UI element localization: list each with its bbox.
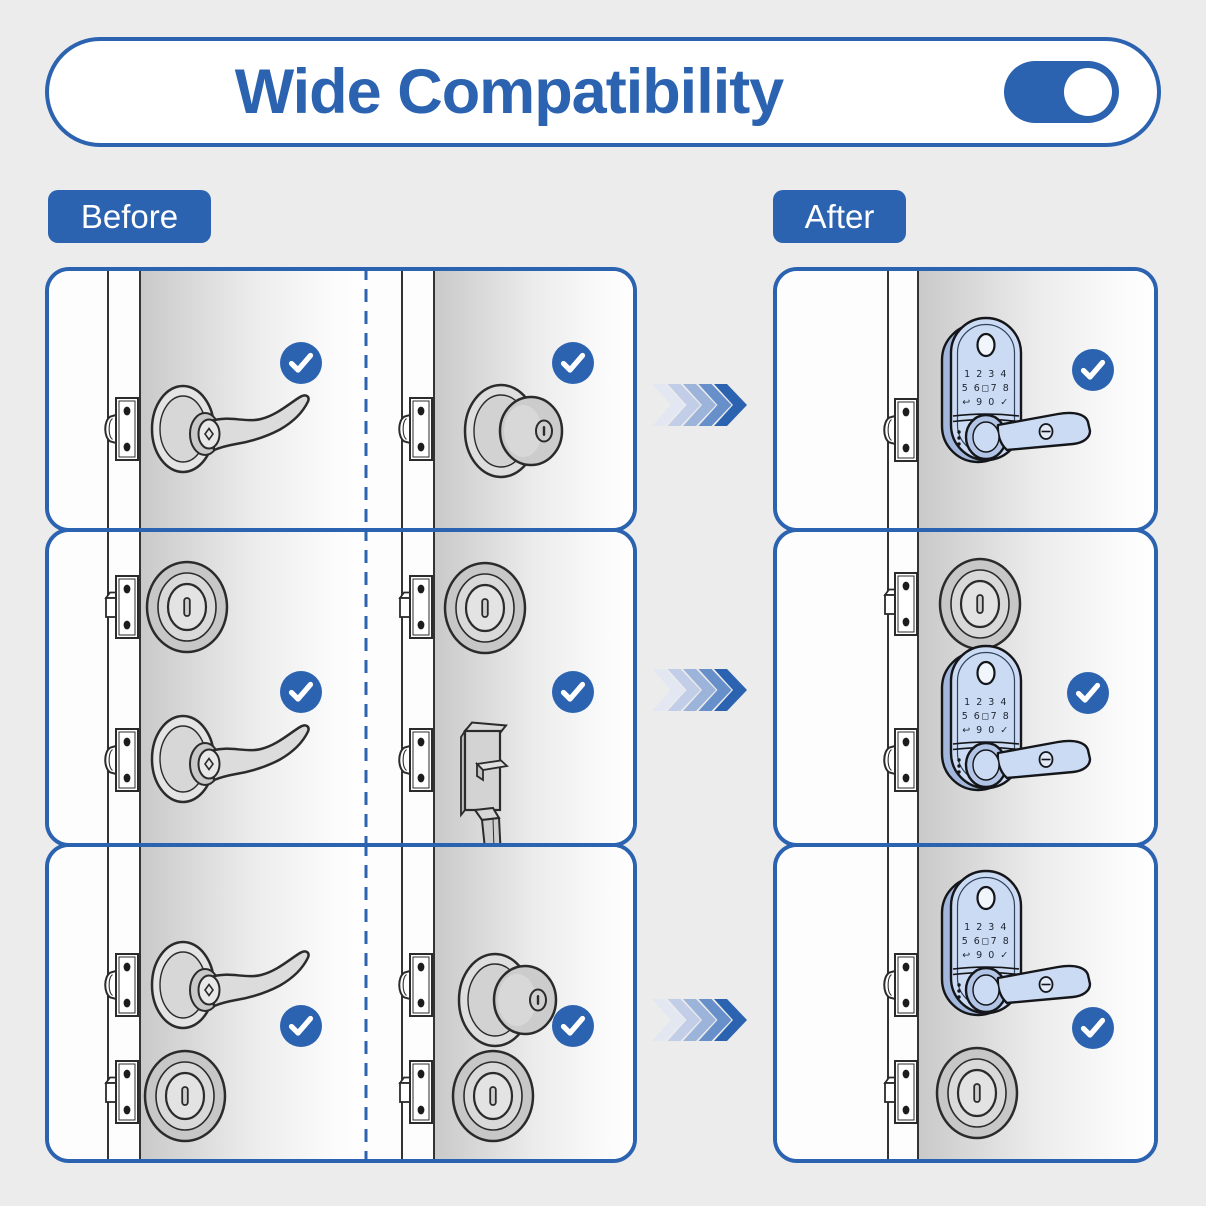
title-banner: Wide Compatibility: [45, 37, 1161, 147]
keypad-row: ↩ 9 0 ✓: [962, 725, 1010, 736]
keypad-row: 1 2 3 4: [964, 369, 1008, 380]
keypad-row: ↩ 9 0 ✓: [962, 397, 1010, 408]
check-icon: [1072, 1007, 1114, 1049]
arrow-chevrons: [652, 999, 747, 1041]
deadbolt-icon: [938, 557, 1022, 651]
keypad-row: 5 6◻7 8: [962, 383, 1011, 394]
page-title: Wide Compatibility: [234, 57, 784, 127]
before-panel-row1: [45, 267, 637, 532]
deadbolt-icon: [143, 1049, 227, 1143]
before-badge-label: Before: [80, 197, 179, 235]
check-icon: [280, 671, 322, 713]
after-panel-row3: 1 2 3 4 5 6◻7 8 ↩ 9 0 ✓: [773, 843, 1158, 1163]
smart-lock-icon: 1 2 3 4 5 6◻7 8 ↩ 9 0 ✓: [940, 644, 1092, 792]
after-panel-row2: 1 2 3 4 5 6◻7 8 ↩ 9 0 ✓: [773, 528, 1158, 847]
toggle-knob: [1064, 68, 1112, 116]
keypad-row: 5 6◻7 8: [962, 711, 1011, 722]
before-panel-row2: [45, 528, 637, 847]
after-badge-label: After: [804, 197, 875, 235]
before-panel-row3: [45, 843, 637, 1163]
deadbolt-icon: [145, 560, 229, 654]
deadbolt-icon: [443, 561, 527, 655]
smart-lock-icon: 1 2 3 4 5 6◻7 8 ↩ 9 0 ✓: [940, 316, 1092, 464]
before-badge: Before: [48, 190, 211, 243]
after-badge: After: [773, 190, 906, 243]
keypad-row: ↩ 9 0 ✓: [962, 950, 1010, 961]
check-icon: [280, 1005, 322, 1047]
arrow-chevrons: [652, 384, 747, 426]
arrow-chevrons: [652, 669, 747, 711]
check-icon: [1072, 349, 1114, 391]
check-icon: [552, 342, 594, 384]
keypad-row: 1 2 3 4: [964, 697, 1008, 708]
check-icon: [552, 671, 594, 713]
keypad-row: 5 6◻7 8: [962, 936, 1011, 947]
check-icon: [552, 1005, 594, 1047]
deadbolt-icon: [451, 1049, 535, 1143]
check-icon: [280, 342, 322, 384]
after-panel-row1: 1 2 3 4 5 6◻7 8 ↩ 9 0 ✓: [773, 267, 1158, 532]
keypad-row: 1 2 3 4: [964, 922, 1008, 933]
smart-lock-icon: 1 2 3 4 5 6◻7 8 ↩ 9 0 ✓: [940, 869, 1092, 1017]
toggle-on-icon: [1004, 61, 1119, 123]
deadbolt-icon: [935, 1046, 1019, 1140]
check-icon: [1067, 672, 1109, 714]
